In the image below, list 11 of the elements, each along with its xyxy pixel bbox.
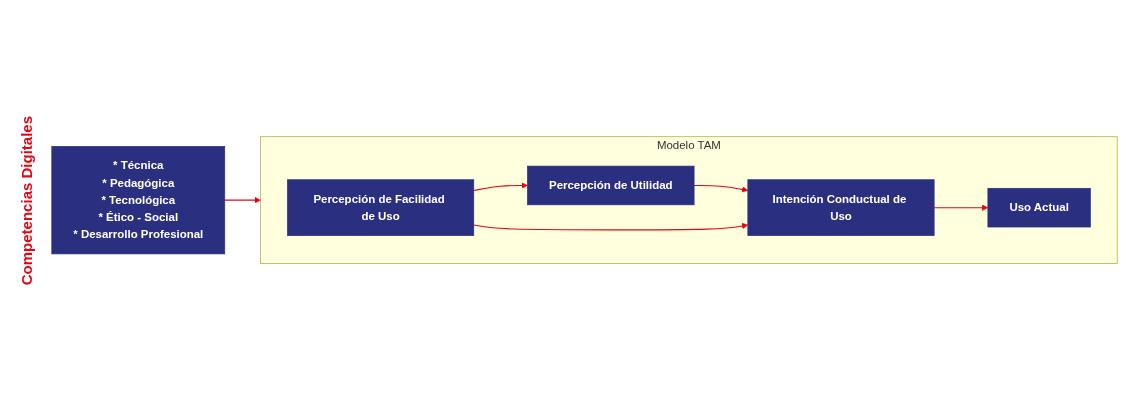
arrow: [933, 204, 989, 212]
arrow: [473, 223, 749, 231]
node-box: Percepción de Facilidad de Uso: [287, 179, 475, 237]
node-box: Uso Actual: [987, 188, 1091, 228]
arrow: [473, 182, 528, 192]
node-box: Percepción de Utilidad: [527, 166, 695, 206]
node-box: Intención Conductual de Uso: [747, 179, 935, 237]
node-box: * Técnica * Pedagógica * Tecnológica * Ético - Social * Desarrollo Profesional: [51, 146, 226, 255]
arrow: [224, 197, 261, 204]
side-label: Competencias Digitales: [17, 115, 35, 286]
arrow: [693, 185, 749, 193]
